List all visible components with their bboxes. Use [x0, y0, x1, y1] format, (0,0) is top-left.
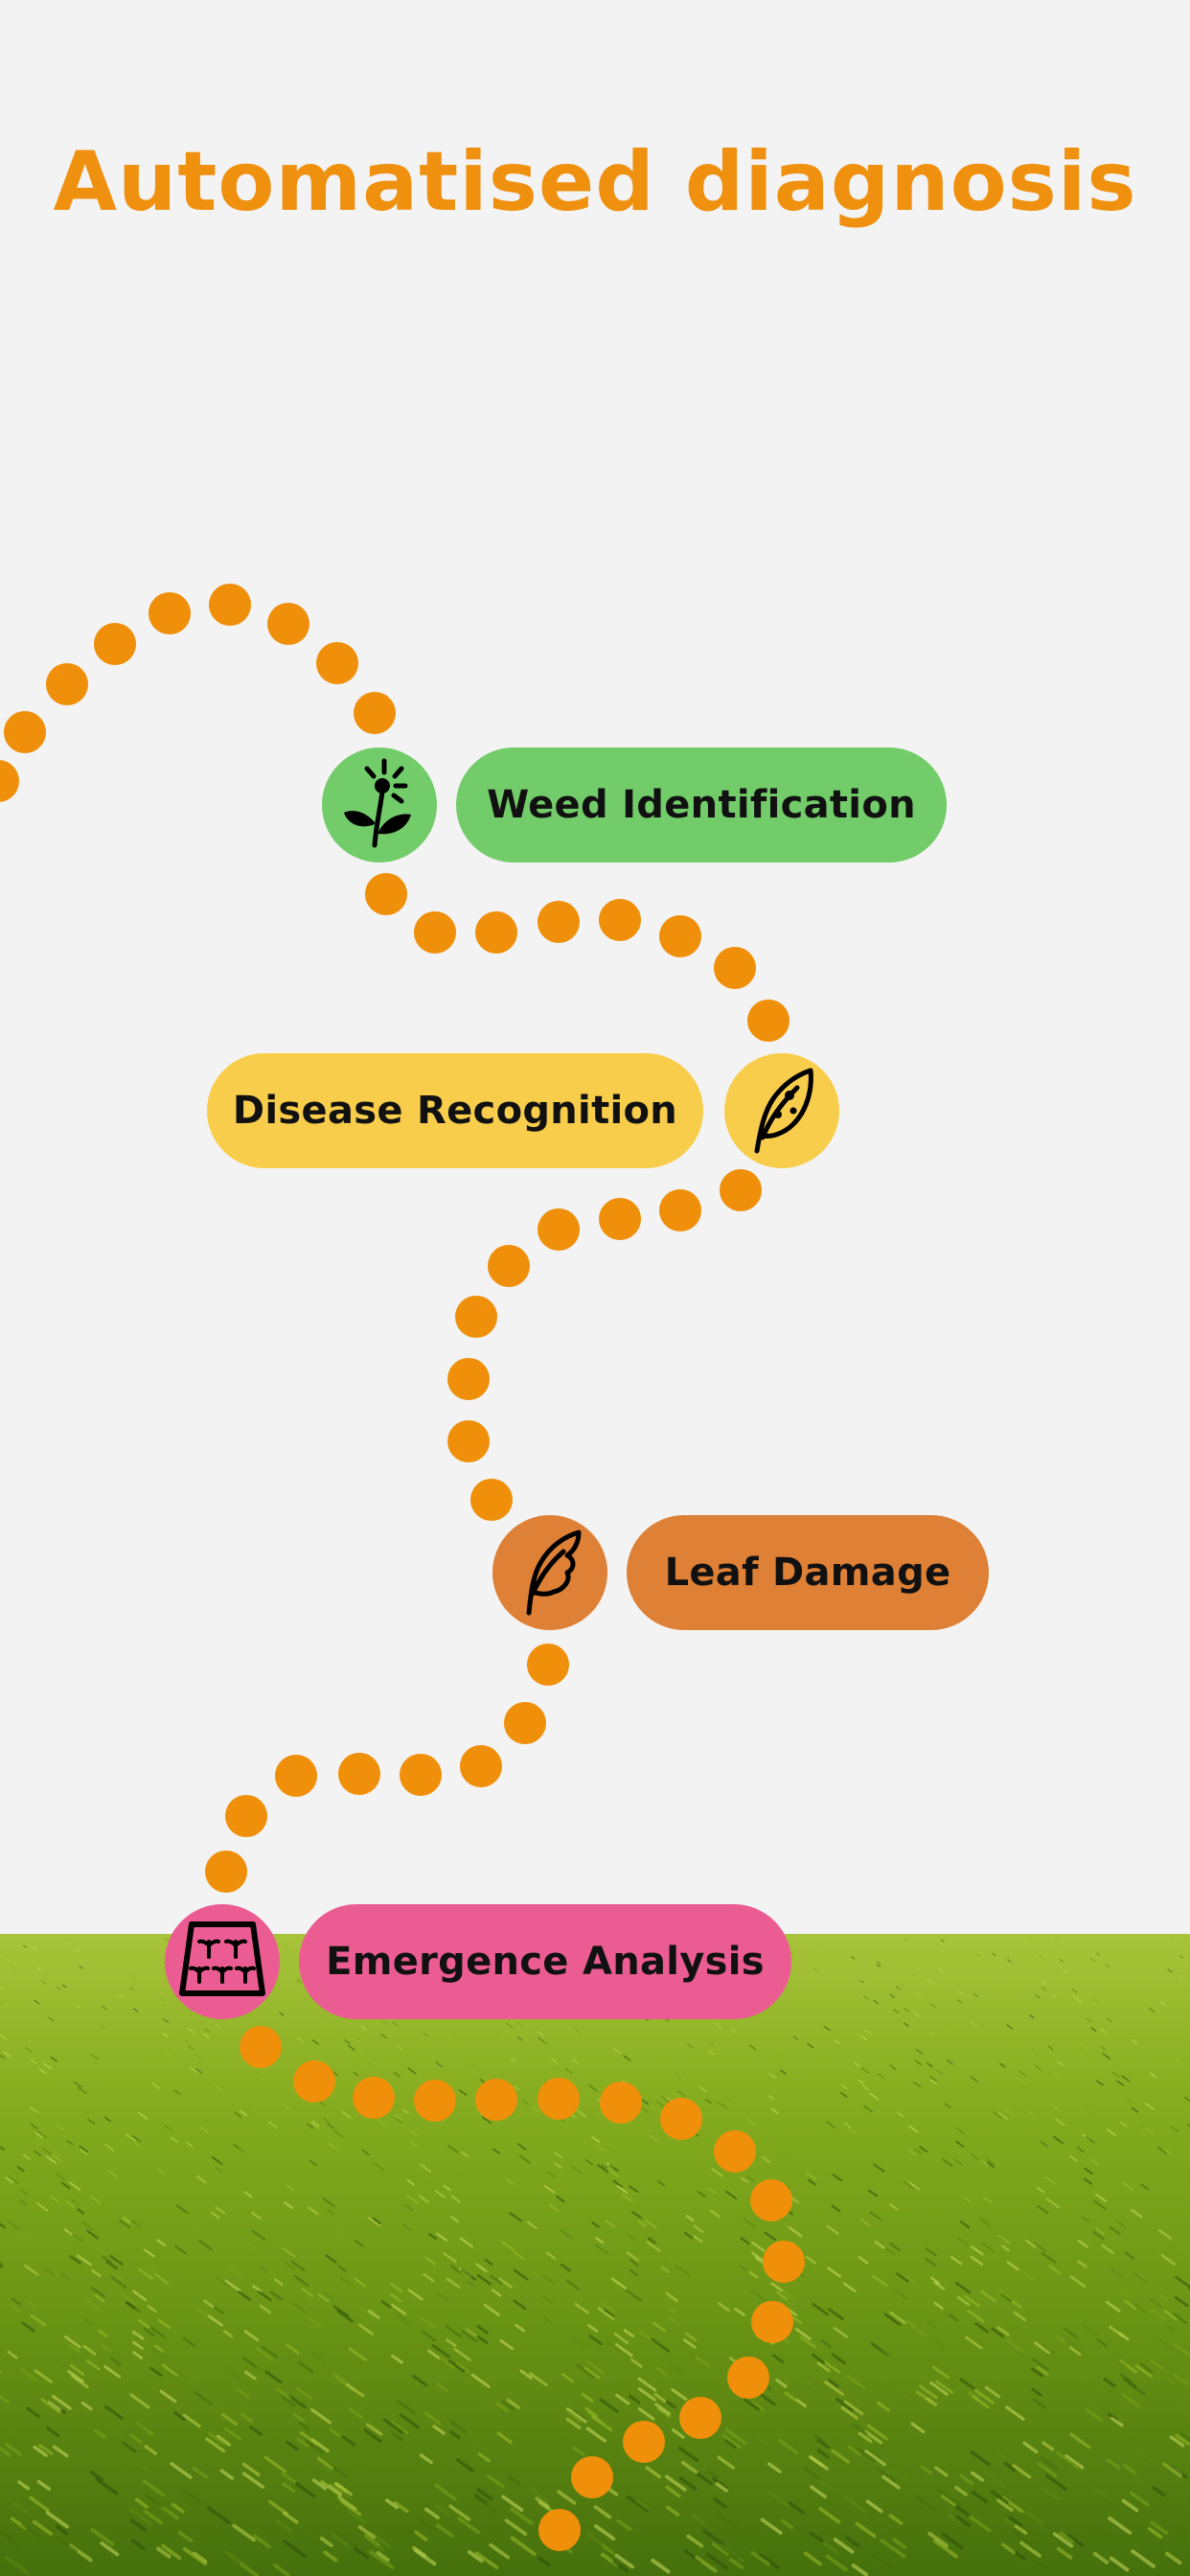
path-dot [538, 1208, 580, 1251]
path-dot [460, 1745, 502, 1787]
path-dot [659, 915, 701, 957]
path-dot [209, 584, 251, 626]
path-dot [488, 1245, 530, 1287]
diseased-leaf-icon [744, 1061, 820, 1161]
path-dot [599, 1198, 641, 1240]
leaf-damage-icon-badge[interactable] [492, 1515, 607, 1630]
weed-identification-label: Weed Identification [487, 783, 916, 827]
path-dot [527, 1644, 569, 1686]
weed-identification-pill[interactable]: Weed Identification [456, 748, 947, 862]
weed-flower-icon [336, 755, 423, 855]
path-dot [0, 760, 19, 802]
disease-recognition-label: Disease Recognition [232, 1089, 678, 1133]
path-dot [504, 1702, 546, 1744]
path-dot [94, 623, 136, 665]
path-dot [267, 603, 309, 645]
emergence-analysis-pill[interactable]: Emergence Analysis [299, 1904, 791, 2019]
leaf-damage-pill[interactable]: Leaf Damage [627, 1515, 989, 1630]
path-dot [400, 1754, 442, 1796]
weed-identification-icon-badge[interactable] [322, 748, 437, 862]
emergence-analysis-label: Emergence Analysis [326, 1940, 765, 1984]
page-title: Automatised diagnosis [53, 134, 1137, 230]
path-dot [4, 711, 46, 753]
path-dot [659, 1189, 701, 1231]
path-dot [354, 692, 396, 734]
path-dot [205, 1851, 247, 1893]
path-dot [720, 1169, 762, 1211]
leaf-damage-label: Leaf Damage [664, 1551, 951, 1595]
path-dot [149, 592, 191, 634]
path-dot [455, 1296, 497, 1338]
path-dot [316, 642, 358, 684]
path-dot [338, 1753, 380, 1795]
path-dot [470, 1479, 513, 1521]
path-dot [275, 1755, 317, 1797]
grass-field-image [0, 1934, 1190, 2576]
emergence-analysis-icon-badge[interactable] [165, 1904, 280, 2019]
path-dot [447, 1358, 490, 1400]
path-dot [538, 901, 580, 943]
disease-recognition-pill[interactable]: Disease Recognition [207, 1053, 703, 1168]
path-dot [46, 663, 88, 705]
path-dot [365, 873, 407, 915]
seedling-tray-icon [176, 1917, 268, 2007]
disease-recognition-icon-badge[interactable] [724, 1053, 839, 1168]
path-dot [599, 899, 641, 941]
path-dot [714, 947, 756, 989]
path-dot [747, 1000, 790, 1042]
path-dot [414, 911, 456, 954]
path-dot [225, 1795, 267, 1837]
damaged-leaf-icon [512, 1523, 588, 1622]
path-dot [447, 1420, 490, 1462]
path-dot [475, 911, 517, 954]
